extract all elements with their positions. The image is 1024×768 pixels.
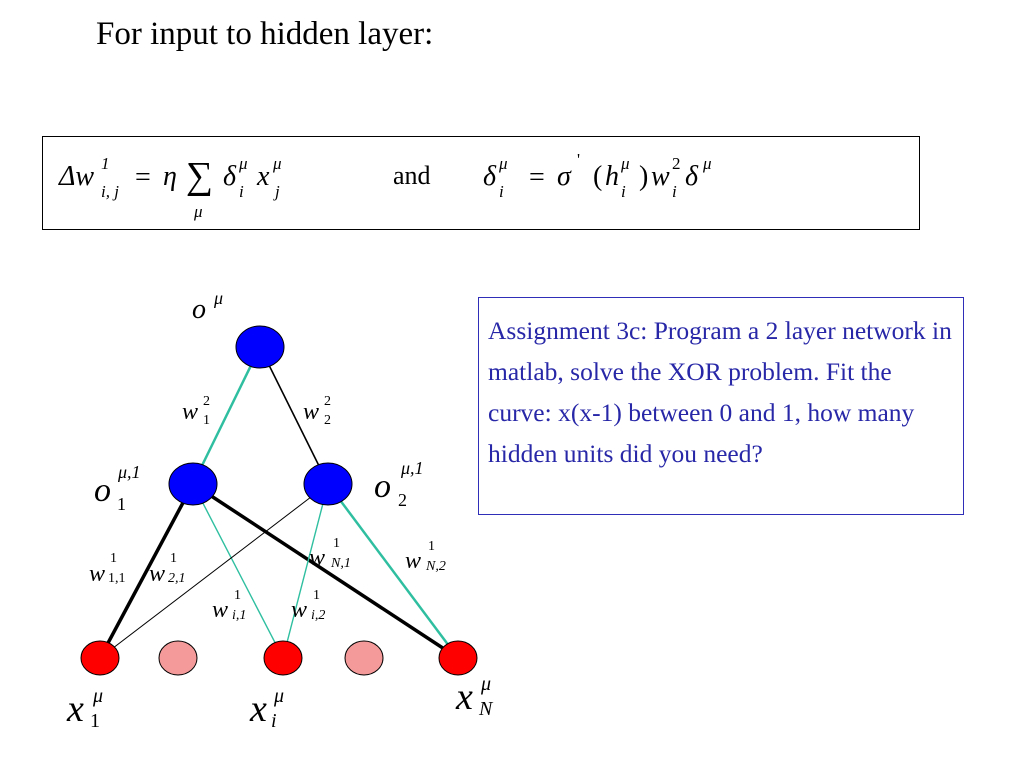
formula-equals: = (135, 162, 151, 193)
input-node-i (263, 640, 303, 676)
edge-out-h1 (191, 346, 262, 485)
label-x1-sub: 1 (90, 710, 100, 732)
formula-delta-w: Δw (59, 161, 95, 192)
label-wi2-1: w (291, 597, 308, 623)
formula-w: w (651, 161, 670, 192)
formula-h: h (605, 161, 619, 192)
output-node (235, 325, 285, 369)
label-output: o (192, 294, 206, 325)
edge-h2-xN (326, 483, 460, 659)
label-xN-sup: μ (481, 673, 492, 695)
label-w11-1: w (89, 561, 106, 587)
label-wN2-1-sup: 1 (428, 539, 435, 554)
formula-delta-w-sup: 1 (101, 154, 110, 173)
label-x1-sup: μ (93, 685, 104, 707)
label-w1-2-sub: 1 (203, 413, 210, 428)
formula-paren-close: ) (639, 161, 649, 192)
label-hidden-2-sub: 2 (398, 490, 407, 510)
label-wi1-1: w (212, 597, 229, 623)
edge-out-h2 (259, 346, 329, 485)
label-wi2-1-sup: 1 (313, 588, 320, 603)
formula-delta-end: δ (685, 161, 699, 192)
label-wi1-1-sub: i,1 (232, 608, 247, 623)
label-wN1-1: w (309, 545, 326, 571)
label-w11-1-sub: 1,1 (108, 571, 126, 586)
input-node-faded-a (158, 640, 198, 676)
hidden-node-2 (303, 462, 353, 506)
label-xi-sub: i (271, 710, 277, 732)
formula-sigma: σ (557, 161, 571, 192)
label-output-sup: μ (214, 288, 224, 308)
formula-delta-sup: μ (239, 154, 248, 173)
edge-h1-x1 (98, 483, 195, 659)
formula-equals-2: = (529, 162, 545, 193)
formula-delta-w-sub: i, j (101, 182, 119, 201)
label-w2-2-sup: 2 (324, 394, 331, 409)
label-w21-1: w (149, 561, 166, 587)
label-x1: x (67, 688, 84, 730)
label-wN1-1-sup: 1 (333, 536, 340, 551)
formula-sigma-prime: ' (577, 150, 581, 169)
formula-rhs-delta: δ (483, 161, 497, 192)
formula-x-sub: j (275, 182, 280, 201)
formula-h-sup: μ (621, 154, 630, 173)
label-w11-1-sup: 1 (110, 551, 117, 566)
label-wN1-1-sub: N,1 (331, 556, 351, 571)
hidden-node-1 (168, 462, 218, 506)
label-xN: x (456, 676, 473, 718)
label-wi2-1-sub: i,2 (311, 608, 326, 623)
label-wN2-1-sub: N,2 (426, 559, 446, 574)
assignment-text: Assignment 3c: Program a 2 layer network… (488, 316, 952, 468)
edge-h2-x1 (99, 483, 329, 659)
label-xN-sub: N (479, 698, 493, 720)
label-xi-sup: μ (274, 685, 285, 707)
edge-h1-xi (192, 483, 284, 659)
label-w2-2-sub: 2 (324, 413, 331, 428)
label-hidden-2: o (374, 468, 391, 505)
label-wN2-1: w (405, 548, 422, 574)
formula-x-sup: μ (273, 154, 282, 173)
input-node-faded-b (344, 640, 384, 676)
formula-box: Δw 1 i, j = η ∑ μ δ μ i x μ j and δ μ i … (42, 136, 920, 230)
formula-w-sup: 2 (672, 154, 681, 173)
formula-sum: ∑ (186, 155, 214, 197)
formula-paren-open: ( (593, 161, 603, 192)
label-w21-1-sup: 1 (170, 551, 177, 566)
label-hidden-1: o (94, 472, 111, 509)
input-node-N (438, 640, 478, 676)
label-xi: x (250, 688, 267, 730)
formula-and: and (393, 161, 431, 190)
label-w1-2: w (182, 399, 199, 425)
slide-title: For input to hidden layer: (96, 16, 434, 52)
label-w21-1-sub: 2,1 (168, 571, 186, 586)
edge-h2-xi (282, 483, 329, 659)
formula-eta: η (163, 161, 177, 192)
input-node-1 (80, 640, 120, 676)
label-hidden-2-sup: μ,1 (401, 458, 424, 478)
label-w1-2-sup: 2 (203, 394, 210, 409)
formula-h-sub: i (621, 182, 626, 201)
edge-h1-xN (192, 482, 459, 660)
formula-w-sub: i (672, 182, 677, 201)
formula-delta: δ (223, 161, 237, 192)
label-wi1-1-sup: 1 (234, 588, 241, 603)
formula-x: x (257, 161, 270, 192)
label-hidden-1-sup: μ,1 (118, 462, 141, 482)
formula-rhs-delta-sup: μ (499, 154, 508, 173)
formula-rhs-delta-sub: i (499, 182, 504, 201)
formula-delta-end-sup: μ (703, 154, 712, 173)
assignment-box: Assignment 3c: Program a 2 layer network… (478, 297, 964, 515)
formula-delta-sub: i (239, 182, 244, 201)
label-hidden-1-sub: 1 (117, 494, 126, 514)
formula-sum-sub: μ (194, 202, 203, 221)
label-w2-2: w (303, 399, 320, 425)
